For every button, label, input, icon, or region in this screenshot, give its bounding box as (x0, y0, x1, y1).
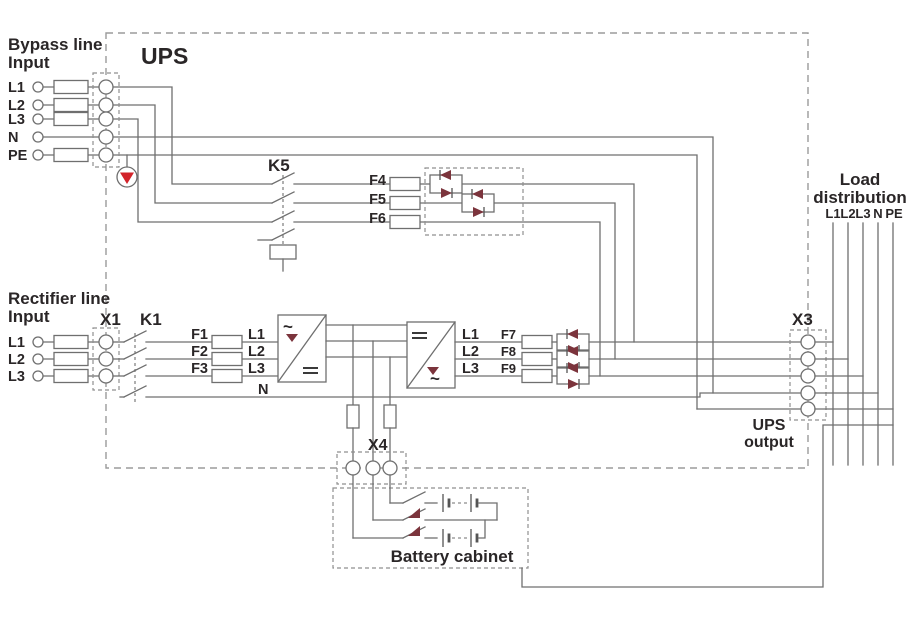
inverter-ac-symbol: ~ (430, 369, 440, 388)
inverter-scr-mark (427, 367, 439, 375)
bypass-row-n: N (8, 130, 18, 146)
bypass-l3-fuse-icon (53, 111, 89, 127)
load-dist-label-2: distribution (813, 188, 906, 207)
k1-label: K1 (140, 310, 162, 329)
rectifier-in-l1: L1 (248, 327, 265, 343)
fuse-f3-icon (211, 368, 243, 384)
bypass-terminal-strip (92, 72, 120, 168)
rectifier-ac-symbol: ~ (283, 317, 293, 336)
f2-label: F2 (191, 344, 208, 360)
ups-title: UPS (141, 43, 188, 69)
rectifier-in-l2: L2 (248, 344, 265, 360)
fuse-f4-icon (389, 176, 421, 192)
fuse-f7-icon (521, 334, 553, 350)
f8-label: F8 (501, 344, 516, 359)
load-col-n: N (873, 206, 882, 221)
k5-contactor: K5 (257, 156, 391, 272)
bypass-row-pe: PE (8, 148, 28, 164)
ups-output-label: UPS output (744, 417, 794, 451)
rect-row-l3: L3 (8, 369, 25, 385)
load-col-l1: L1 (825, 206, 840, 221)
rectifier-block: ~ (277, 314, 327, 383)
ups-output-line1: UPS (753, 417, 786, 434)
rectifier-fuses: F1 F2 F3 L1 L2 L3 N (145, 327, 802, 398)
rect-l3-fuse-icon (53, 368, 89, 384)
output-static-switch (556, 329, 590, 389)
f3-label: F3 (191, 361, 208, 377)
battery-fuse-neg-icon (383, 404, 397, 429)
x3-terminal: X3 (789, 310, 827, 421)
rectifier-input-label-2: Input (8, 307, 50, 326)
load-dist-label-1: Load (840, 170, 881, 189)
neutral-label: N (258, 382, 268, 398)
x3-label: X3 (792, 310, 813, 329)
bypass-row-l1: L1 (8, 80, 25, 96)
neutral-bus (145, 392, 802, 398)
battery-breaker-mark-2 (408, 526, 420, 536)
x4-label: X4 (368, 437, 388, 454)
x1-terminal: X1 (92, 310, 121, 391)
bypass-row-l2: L2 (8, 98, 25, 114)
k5-label: K5 (268, 156, 290, 175)
dc-link (325, 324, 408, 462)
battery-fuse-pos-icon (346, 404, 360, 429)
bypass-pe-fuse-icon (53, 147, 89, 163)
f6-label: F6 (369, 211, 386, 227)
x1-label: X1 (100, 310, 121, 329)
fuse-f9-icon (521, 368, 553, 384)
rect-row-l2: L2 (8, 352, 25, 368)
bypass-l1-fuse-icon (53, 79, 89, 95)
inverter-out-l1: L1 (462, 327, 479, 343)
rectifier-in-l3: L3 (248, 361, 265, 377)
load-col-l2: L2 (840, 206, 855, 221)
rectifier-input-label-1: Rectifier line (8, 289, 110, 308)
fuse-f6-icon (389, 214, 421, 230)
fuse-f8-icon (521, 351, 553, 367)
battery-pe-route (521, 424, 894, 588)
ups-boundary: UPS (105, 32, 809, 469)
bypass-wiring (112, 86, 714, 410)
ups-output-line2: output (744, 434, 794, 451)
fuse-f2-icon (211, 351, 243, 367)
inverter-block: ~ (406, 321, 456, 389)
inverter-out-l3: L3 (462, 361, 479, 377)
k5-coil (269, 244, 297, 260)
load-col-l3: L3 (855, 206, 870, 221)
rectifier-input-section: Rectifier line Input L1 L2 L3 (8, 289, 110, 385)
bypass-input-label-2: Input (8, 53, 50, 72)
f1-label: F1 (191, 327, 208, 343)
x4-terminal: X4 (336, 437, 407, 485)
bypass-l2-fuse-icon (53, 97, 89, 113)
k1-contactor: K1 (112, 310, 213, 404)
f4-label: F4 (369, 173, 386, 189)
rect-l2-fuse-icon (53, 351, 89, 367)
surge-arrester (116, 154, 138, 188)
bypass-static-switch (424, 167, 524, 236)
battery-cabinet-label: Battery cabinet (391, 547, 514, 566)
battery-breaker-mark-1 (408, 508, 420, 518)
bypass-input-label-1: Bypass line (8, 35, 103, 54)
bypass-input-section: Bypass line Input L1 L2 L3 N PE (8, 35, 120, 168)
inverter-out-l2: L2 (462, 344, 479, 360)
battery-cabinet: Battery cabinet (332, 474, 529, 569)
output-section: L1 L2 L3 F7 F8 F9 (454, 327, 802, 410)
rect-row-l1: L1 (8, 335, 25, 351)
f7-label: F7 (501, 327, 516, 342)
bypass-fuses: F4 F5 F6 (369, 173, 463, 230)
fuse-f1-icon (211, 334, 243, 350)
bypass-row-l3: L3 (8, 112, 25, 128)
fuse-f5-icon (389, 195, 421, 211)
f5-label: F5 (369, 192, 386, 208)
f9-label: F9 (501, 361, 516, 376)
load-col-pe: PE (885, 206, 903, 221)
rect-l1-fuse-icon (53, 334, 89, 350)
load-distribution: Load distribution L1 L2 L3 N PE (813, 170, 907, 466)
rectifier-scr-mark (286, 334, 298, 342)
